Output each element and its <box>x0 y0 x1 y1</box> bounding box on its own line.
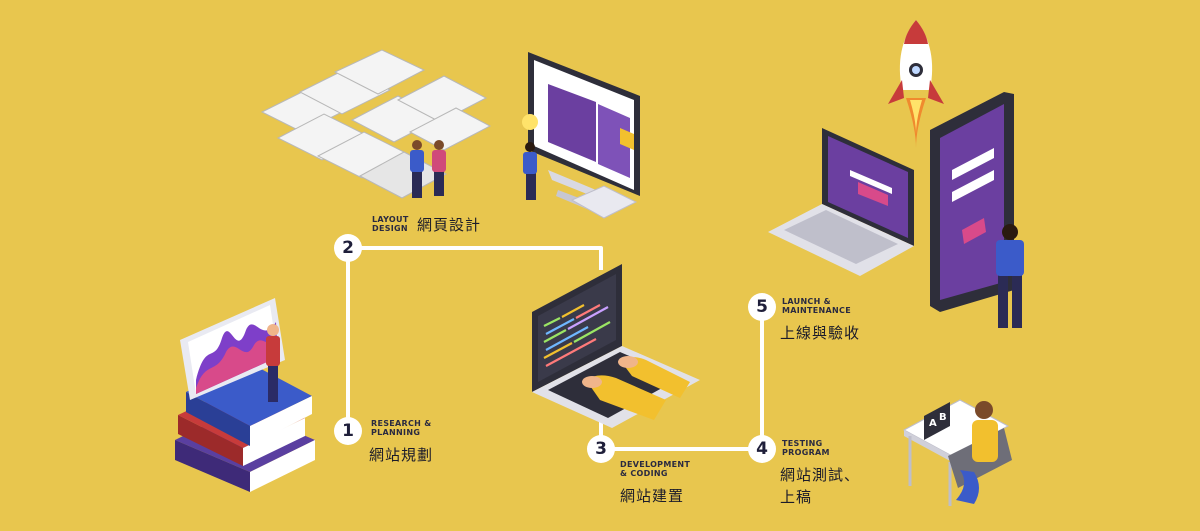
step-3-chinese-label: 網站建置 <box>620 485 684 506</box>
step-3-english-label: DEVELOPMENT & CODING <box>620 460 690 478</box>
step-1-english-label: RESEARCH & PLANNING <box>371 419 432 437</box>
step-5-english-label: LAUNCH & MAINTENANCE <box>782 297 851 315</box>
desktop-monitor-illustration <box>522 52 640 218</box>
step-4-number: 4 <box>748 435 776 463</box>
wireframes-illustration <box>262 50 490 198</box>
step-4-chinese-label: 網站測試、 上稿 <box>780 464 860 508</box>
step-3-number: 3 <box>587 435 615 463</box>
coding-laptop-illustration <box>532 264 700 428</box>
testing-desk-illustration: A B <box>904 400 1012 506</box>
sign-letter-a: A <box>929 418 937 429</box>
books-tablet-illustration <box>175 298 315 492</box>
sign-letter-b: B <box>939 412 947 423</box>
step-1-number: 1 <box>334 417 362 445</box>
step-5-number: 5 <box>748 293 776 321</box>
step-2-english-label: LAYOUT DESIGN <box>372 215 409 233</box>
step-5-chinese-label: 上線與驗收 <box>780 322 860 343</box>
step-1-chinese-label: 網站規劃 <box>369 444 433 465</box>
launch-illustration <box>768 20 1024 328</box>
step-2-number: 2 <box>334 234 362 262</box>
step-4-english-label: TESTING PROGRAM <box>782 439 830 457</box>
step-2-chinese-label: 網頁設計 <box>417 214 481 235</box>
